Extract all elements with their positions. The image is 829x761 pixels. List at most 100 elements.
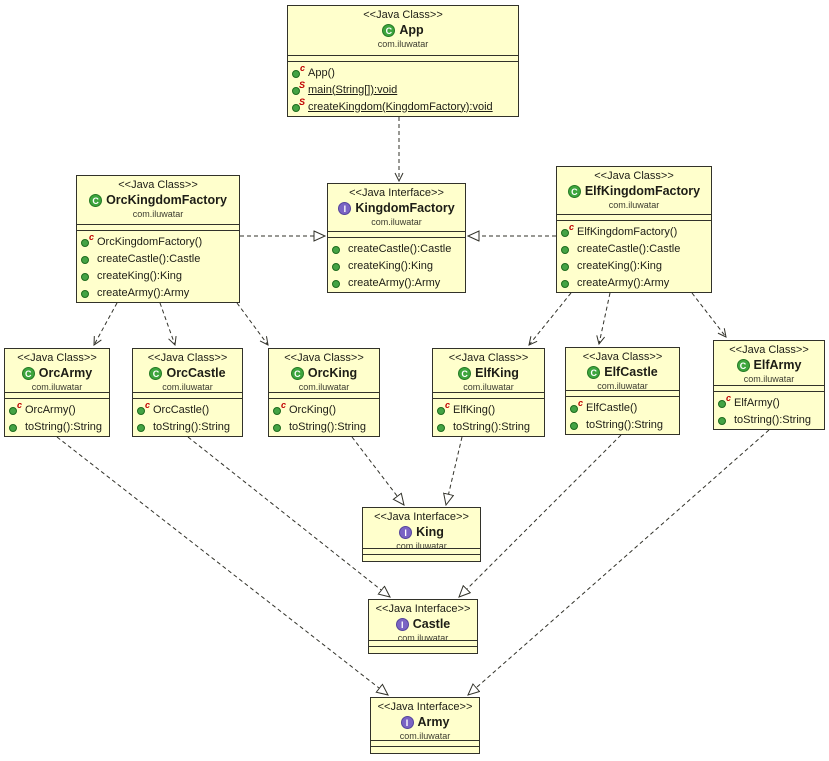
dependency-orckingdomfactory-orccastle [159, 302, 177, 347]
class-icon: C [382, 23, 396, 37]
method-row: createArmy():Army [561, 274, 711, 291]
stereotype: <<Java Interface>> [374, 511, 469, 523]
method-icon [9, 421, 21, 433]
class-name: ElfArmy [753, 358, 802, 372]
class-icon: C [149, 366, 163, 380]
method-row: toString():String [9, 418, 109, 435]
class-icon: C [458, 366, 472, 380]
constructor-icon: c [273, 400, 286, 416]
class-name: OrcKingdomFactory [106, 193, 227, 207]
stereotype: <<Java Class>> [147, 352, 228, 364]
class-name: OrcCastle [166, 366, 226, 380]
stereotype: <<Java Interface>> [375, 603, 471, 615]
methods-compartment: createCastle():Castle createKing():King … [328, 238, 465, 292]
package-name: com.iluwatar [608, 200, 660, 210]
method-icon [273, 421, 285, 433]
method-icon [718, 414, 730, 426]
stereotype: <<Java Class>> [284, 352, 364, 364]
method-icon [570, 419, 582, 431]
method-icon [137, 421, 149, 433]
interface-name: KingdomFactory [355, 201, 455, 215]
class-name: OrcKing [307, 366, 358, 380]
class-icon: C [567, 184, 581, 198]
methods-compartment [371, 747, 479, 753]
method-row: createCastle():Castle [561, 240, 711, 257]
attributes-compartment [369, 640, 477, 647]
method-row: toString():String [437, 418, 544, 435]
realization-elfarmy-army [468, 429, 770, 695]
attributes-compartment [371, 740, 479, 747]
class-name: ElfKingdomFactory [584, 184, 701, 198]
interface-name: Castle [412, 617, 451, 631]
interface-icon: I [400, 715, 414, 729]
methods-compartment [369, 647, 477, 653]
method-row: createArmy():Army [81, 284, 239, 301]
package-name: com.iluwatar [371, 217, 422, 227]
constructor-icon: c [81, 232, 94, 248]
static-method-icon: S [292, 97, 305, 113]
interface-icon: I [399, 525, 413, 539]
package-name: com.iluwatar [597, 381, 648, 390]
constructor-icon: c [437, 400, 450, 416]
attributes-compartment [5, 392, 109, 399]
package-name: com.iluwatar [743, 374, 795, 384]
method-icon [561, 243, 573, 255]
constructor-icon: c [137, 400, 150, 416]
package-name: com.iluwatar [396, 541, 447, 548]
stereotype: <<Java Class>> [448, 352, 529, 364]
realization-orcarmy-army [56, 436, 388, 695]
attributes-compartment [566, 390, 679, 397]
realization-elfking-king [446, 436, 463, 505]
method-row: createCastle():Castle [81, 250, 239, 267]
package-name: com.iluwatar [31, 382, 83, 392]
constructor-icon: c [9, 400, 22, 416]
method-icon [332, 243, 344, 255]
method-row: toString():String [137, 418, 242, 435]
method-icon [81, 253, 93, 265]
attributes-compartment [363, 548, 480, 555]
attributes-compartment [288, 55, 518, 62]
attributes-compartment [557, 214, 711, 221]
method-icon [81, 287, 93, 299]
class-name: OrcArmy [38, 366, 93, 380]
attributes-compartment [433, 392, 544, 399]
package-name: com.iluwatar [377, 39, 429, 49]
interface-name: Army [417, 715, 450, 729]
